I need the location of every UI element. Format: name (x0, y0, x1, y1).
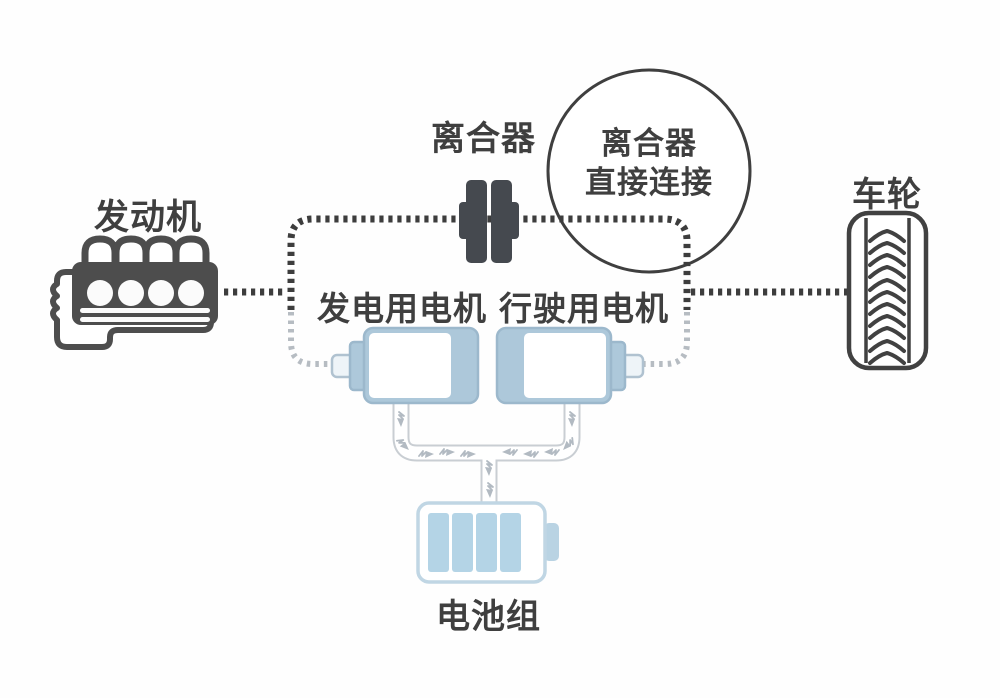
annotation-text: 离合器 直接连接 (549, 124, 749, 202)
battery-icon (416, 501, 559, 584)
wheel-icon (846, 210, 929, 371)
wheel-label: 车轮 (852, 176, 922, 214)
generator-motor-icon (330, 326, 480, 405)
drive-motor-label: 行驶用电机 (499, 290, 669, 327)
clutch-icon (459, 180, 519, 263)
battery-label: 电池组 (436, 598, 541, 636)
link-clutch-loop-dotted (287, 215, 691, 310)
clutch-label: 离合器 (431, 120, 536, 158)
annotation-line1: 离合器 (601, 126, 697, 161)
generator-motor-label: 发电用电机 (317, 290, 487, 327)
engine-icon (50, 235, 218, 350)
engine-label: 发动机 (94, 198, 203, 237)
drive-motor-icon (495, 326, 645, 405)
annotation-line2: 直接连接 (585, 165, 713, 200)
